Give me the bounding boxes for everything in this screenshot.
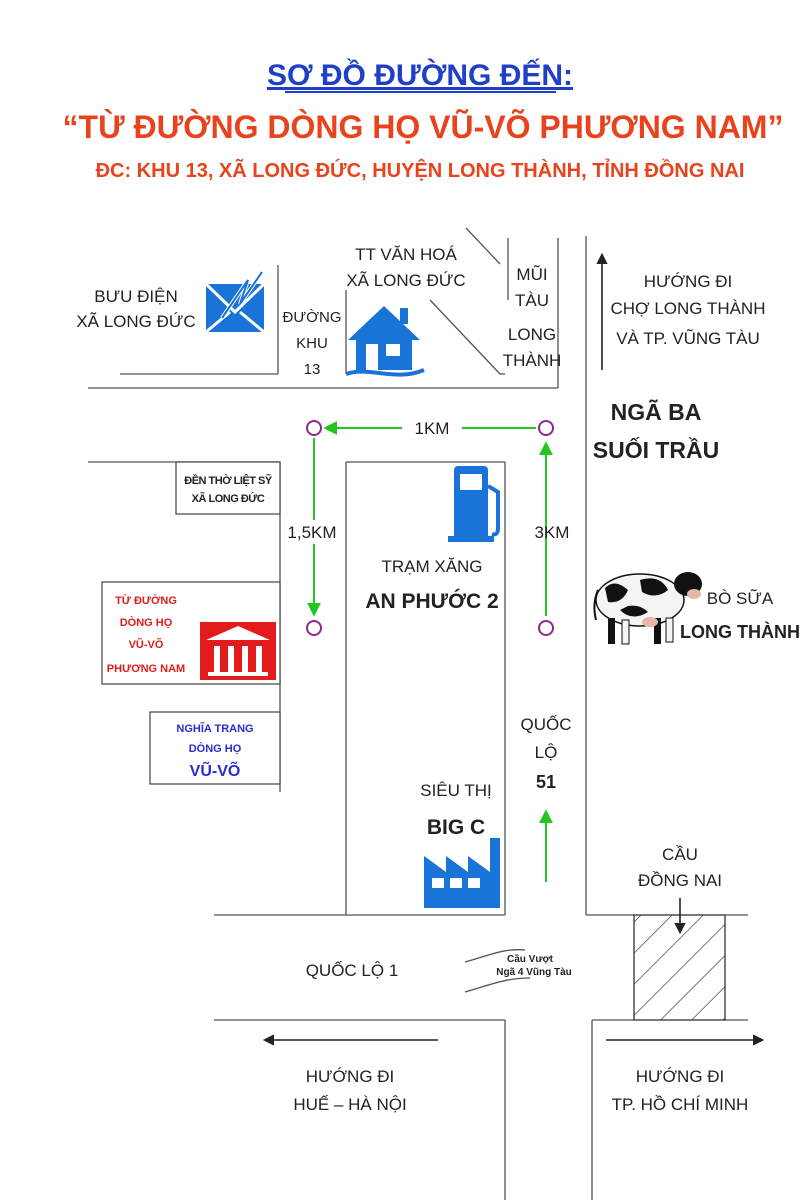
mui-tau-label: MŨI (516, 265, 547, 284)
road-edge (465, 227, 501, 265)
temple-label: DÒNG HỌ (120, 616, 173, 629)
ql51-label: QUỐC (521, 714, 572, 734)
direction-north-label: VÀ TP. VŨNG TÀU (616, 329, 760, 348)
gas-pump-icon (448, 466, 500, 542)
culture-center-label: XÃ LONG ĐỨC (346, 271, 465, 290)
direction-west-label: HƯỚNG ĐI (306, 1067, 395, 1086)
roads (88, 227, 748, 1200)
temple-label: PHƯƠNG NAM (107, 663, 185, 675)
road-edge (429, 299, 501, 375)
gas-station-label: TRẠM XĂNG (381, 557, 482, 576)
direction-north-label: CHỢ LONG THÀNH (610, 299, 765, 318)
dairy-label: BÒ SỮA (707, 589, 774, 608)
cow-icon (593, 572, 702, 645)
road-khu13-label: 13 (304, 361, 321, 378)
mui-tau-label: TÀU (515, 291, 549, 310)
direction-north-label: HƯỚNG ĐI (644, 272, 733, 291)
culture-center-label: TT VĂN HOÁ (355, 245, 457, 264)
cemetery-label: VŨ-VÕ (190, 760, 241, 780)
ql51-label: 51 (536, 772, 556, 792)
memorial-box (175, 461, 281, 515)
bridge-label: ĐỒNG NAI (638, 871, 722, 890)
direction-east-label: TP. HỒ CHÍ MINH (612, 1095, 749, 1114)
culture-center-icon (345, 306, 425, 377)
road-khu13-label: KHU (296, 335, 328, 352)
temple-label: VŨ-VÕ (129, 638, 164, 651)
overpass-label: Ngã 4 Vũng Tàu (496, 967, 572, 978)
direction-east-label: HƯỚNG ĐI (636, 1067, 725, 1086)
map-subtitle: “TỪ ĐƯỜNG DÒNG HỌ VŨ-VÕ PHƯƠNG NAM” (63, 109, 784, 145)
post-office-icon (204, 270, 266, 334)
road-khu13-label: ĐƯỜNG (282, 309, 341, 326)
cemetery-label: NGHĨA TRANG (176, 722, 253, 735)
overpass-line (464, 949, 526, 963)
gas-station-label: AN PHƯỚC 2 (365, 589, 498, 613)
memorial-label: XÃ LONG ĐỨC (192, 492, 265, 505)
mui-tau-label: LONG (508, 325, 556, 344)
waypoints (306, 420, 554, 636)
supermarket-label: SIÊU THỊ (420, 781, 491, 800)
waypoint-marker (538, 420, 554, 436)
ql51-label: LỘ (535, 743, 558, 762)
waypoint-marker (538, 620, 554, 636)
map-title: SƠ ĐỒ ĐƯỜNG ĐẾN: (267, 58, 573, 92)
labels: BƯU ĐIỆN XÃ LONG ĐỨC TT VĂN HOÁ XÃ LONG … (76, 245, 800, 1114)
overpass-label: Cầu Vượt (507, 953, 554, 965)
junction-label: SUỐI TRẦU (593, 436, 720, 463)
waypoint-marker (306, 620, 322, 636)
bridge-label: CẦU (662, 845, 698, 864)
distance-3km-label: 3KM (535, 523, 570, 542)
temple-label: TỪ ĐƯỜNG (115, 594, 177, 607)
map-address: ĐC: KHU 13, XÃ LONG ĐỨC, HUYỆN LONG THÀN… (96, 158, 745, 182)
overpass-line (464, 977, 531, 993)
temple-building-icon (200, 622, 276, 680)
distance-1km-label: 1KM (415, 419, 450, 438)
post-office-label: BƯU ĐIỆN (94, 287, 177, 306)
direction-arrows (262, 252, 765, 1046)
junction-label: NGÃ BA (611, 398, 702, 425)
factory-icon (424, 838, 500, 908)
waypoint-marker (306, 420, 322, 436)
memorial-label: ĐỀN THỜ LIỆT SỸ (184, 474, 273, 487)
direction-west-label: HUẾ – HÀ NỘI (293, 1095, 406, 1114)
supermarket-label: BIG C (427, 816, 485, 839)
cemetery-label: DÒNG HỌ (189, 742, 242, 755)
mui-tau-label: THÀNH (503, 351, 562, 370)
ql1-label: QUỐC LỘ 1 (306, 960, 399, 980)
post-office-label: XÃ LONG ĐỨC (76, 312, 195, 331)
distance-1-5km-label: 1,5KM (287, 523, 336, 542)
route (307, 421, 553, 882)
cemetery-box (149, 711, 281, 785)
header: SƠ ĐỒ ĐƯỜNG ĐẾN: “TỪ ĐƯỜNG DÒNG HỌ VŨ-VÕ… (63, 58, 784, 182)
dairy-label: LONG THÀNH (680, 621, 800, 642)
